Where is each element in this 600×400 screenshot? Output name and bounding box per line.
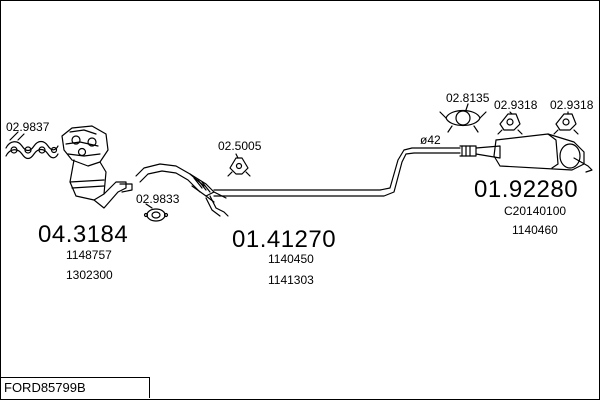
footer-code: FORD85799B — [4, 380, 86, 395]
manifold-gasket-part — [5, 131, 59, 160]
clamp-number: 02.8135 — [446, 91, 490, 105]
leader-clamp — [465, 103, 469, 111]
middle-pipe-main-number: 01.41270 — [232, 226, 337, 253]
middle-pipe-ref-1: 1140450 — [268, 252, 314, 266]
rear-hanger-b-part — [553, 113, 579, 135]
hanger-b-number: 02.9318 — [550, 98, 594, 112]
small-gasket-part — [143, 208, 169, 222]
gasket-top-number: 02.9837 — [6, 120, 50, 134]
rear-silencer-part — [475, 133, 593, 173]
rear-silencer-ref-2: 1140460 — [512, 223, 558, 237]
rear-hanger-a-part — [497, 113, 523, 135]
middle-pipe-part — [213, 145, 477, 197]
clamp-part — [439, 109, 487, 133]
hanger-middle-number: 02.5005 — [218, 139, 262, 153]
hanger-a-number: 02.9318 — [494, 98, 538, 112]
leader-hanger-a — [509, 111, 513, 115]
front-pipe-part — [135, 163, 229, 217]
gasket-lower-number: 02.9833 — [136, 192, 180, 206]
leader-gasket-lower — [145, 203, 153, 209]
rear-silencer-ref-1: C20140100 — [504, 204, 567, 218]
pipe-diameter-label: ø42 — [420, 133, 441, 147]
leader-hanger-middle — [235, 153, 239, 159]
catalyst-ref-1: 1148757 — [66, 248, 112, 262]
catalytic-converter-part — [61, 125, 133, 209]
footer-code-box — [1, 377, 150, 398]
catalyst-ref-2: 1302300 — [66, 268, 113, 282]
rubber-hanger-middle-part — [227, 157, 251, 177]
middle-pipe-ref-2: 1141303 — [268, 273, 314, 287]
leader-gasket-top — [17, 133, 25, 141]
rear-silencer-main-number: 01.92280 — [474, 176, 579, 203]
catalyst-main-number: 04.3184 — [38, 221, 129, 248]
